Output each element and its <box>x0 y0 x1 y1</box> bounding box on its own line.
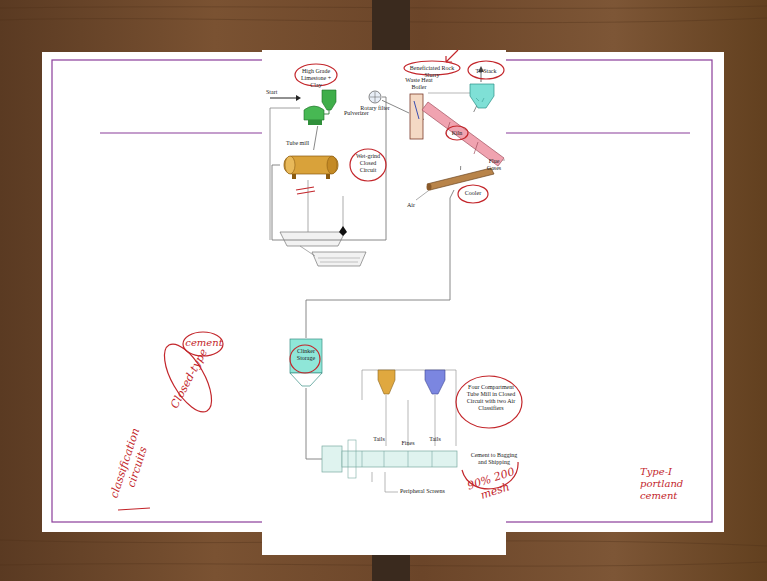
node-label: Cooler <box>461 190 485 197</box>
output-label: Cement to Bagging and Shipping <box>470 452 518 466</box>
pulverizer-unit-shape <box>300 88 342 126</box>
rotary-filter-shape <box>368 90 382 104</box>
clinker-cooler-shape <box>425 166 495 190</box>
handwritten-note: Type-I portland cement <box>640 466 700 502</box>
start-label: Start <box>266 89 290 96</box>
rotary-filter: Rotary filter <box>368 90 382 104</box>
node-label: Kiln <box>450 130 464 137</box>
flow-line <box>306 388 322 459</box>
circuit-label: Wet-grind Closed Circuit <box>355 153 381 174</box>
node-label: Waste Heat Boiler <box>405 77 433 91</box>
flow-line <box>460 166 461 170</box>
node-label: Rotary filter <box>360 105 390 112</box>
feed-label: High Grade Limestone + Clay <box>296 68 336 89</box>
flow-line <box>314 126 318 150</box>
finish-mill: Four Compartment Tube Mill in Closed Cir… <box>322 446 457 472</box>
node-label: Pulverizer <box>344 110 378 117</box>
tails-label: Tails <box>370 436 388 443</box>
tube-mill: Tube mill <box>280 150 342 180</box>
finish-mill-shape <box>322 446 457 472</box>
node-label: Four Compartment Tube Mill in Closed Cir… <box>464 384 518 412</box>
air-label: Air <box>404 202 418 209</box>
flow-line <box>272 97 386 240</box>
stack-cyclone-shape <box>462 82 500 112</box>
clinker-cooler: Cooler <box>425 166 495 190</box>
flow-line <box>306 190 454 338</box>
handwritten-note: cement <box>184 337 224 349</box>
screens-label: Peripheral Screens <box>400 488 460 495</box>
flue-label: Flue Gases <box>484 158 504 172</box>
node-label: Tube mill <box>286 140 326 147</box>
pulverizer-unit: Pulverizer <box>300 88 342 126</box>
slurry-label: Beneficiated Rock Slurry <box>405 65 459 79</box>
fines-label: Fines <box>398 440 418 447</box>
stack-cyclone: To Stack <box>462 82 500 112</box>
node-label: To Stack <box>472 68 500 75</box>
waste-heat-boiler: Waste Heat Boiler <box>409 93 424 140</box>
tails-label: Tails <box>426 436 444 443</box>
waste-heat-boiler-shape <box>409 93 424 140</box>
tube-mill-shape <box>280 150 342 180</box>
